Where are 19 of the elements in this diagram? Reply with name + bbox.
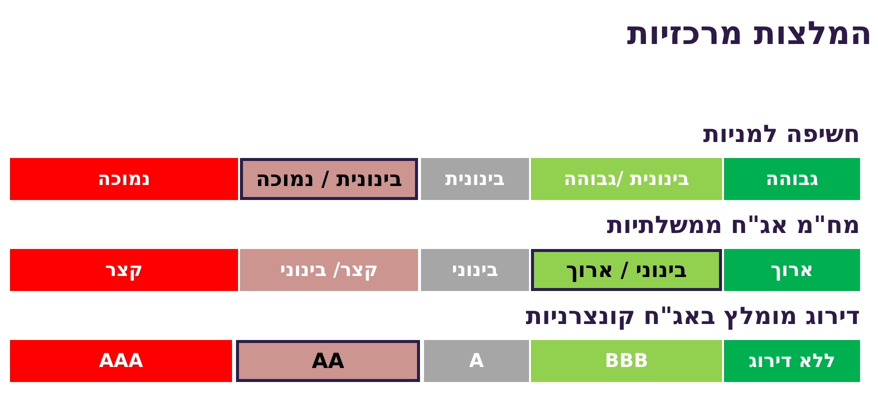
highlighted-scale-segment: AA [236, 340, 420, 382]
highlighted-scale-segment: בינונית / נמוכה [240, 158, 418, 200]
scale-segment: נמוכה [10, 158, 238, 200]
scale-segment: בינוני [421, 249, 529, 291]
scale-segment: ארוך [724, 249, 860, 291]
scale-segment: BBB [531, 340, 722, 382]
scale-segment: קצר/ בינוני [240, 249, 418, 291]
title: המלצות מרכזיות [627, 14, 872, 52]
highlighted-scale-segment: בינוני / ארוך [531, 249, 722, 291]
row-heading: דירוג מומלץ באג"ח קונצרניות [526, 302, 860, 330]
scale-segment: ללא דירוג [724, 340, 860, 382]
scale-segment: גבוהה [724, 158, 860, 200]
scale-segment: AAA [10, 340, 232, 382]
row-heading: חשיפה למניות [703, 120, 860, 148]
row-heading: מח"מ אג"ח ממשלתיות [606, 211, 860, 239]
scale-segment: קצר [10, 249, 238, 291]
scale-segment: בינונית /גבוהה [531, 158, 722, 200]
scale-segment: A [424, 340, 529, 382]
scale-segment: בינונית [421, 158, 529, 200]
